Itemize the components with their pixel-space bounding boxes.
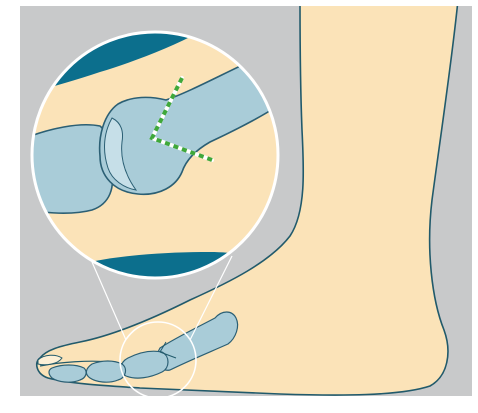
distal-phalanx-bone — [49, 365, 86, 382]
